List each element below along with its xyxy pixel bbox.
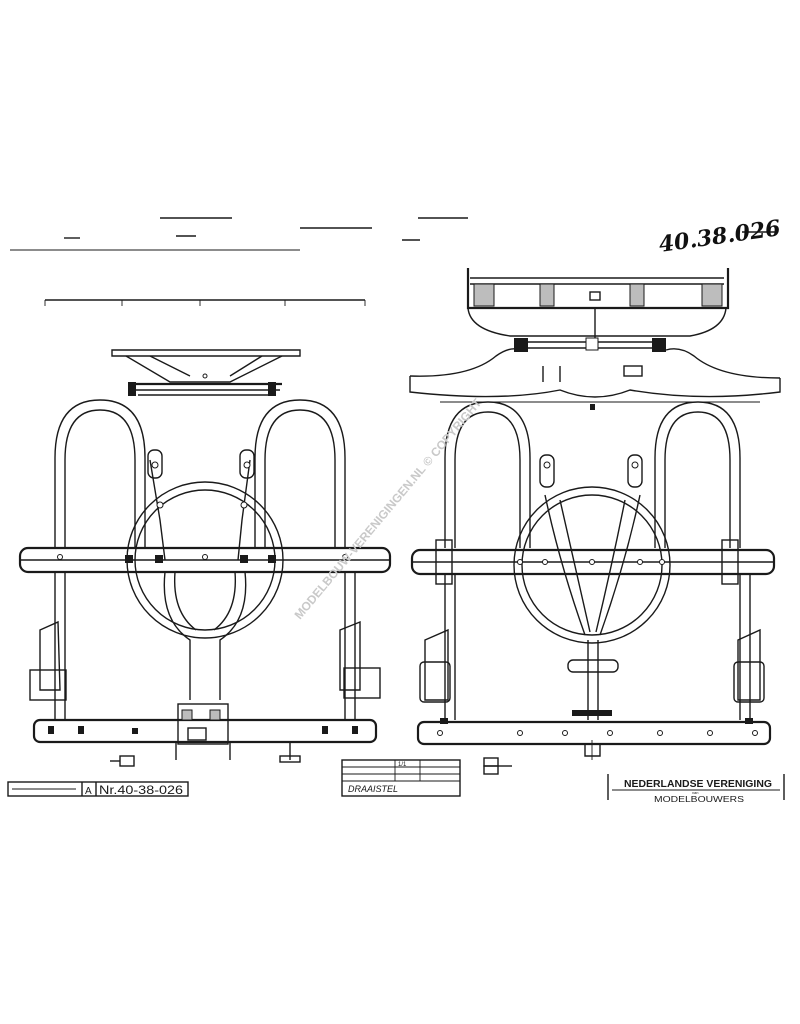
top-construction-marks [10,217,778,251]
title-block-left: A Nr.40-38-026 [7,781,189,797]
org-name-line1: NEDERLANDSE VERENIGING [624,778,772,790]
side-view-small [111,349,301,396]
revision-letter: A [85,786,92,797]
drawing-name: DRAAISTEL [348,784,398,794]
small-detail-bits [110,755,512,775]
plan-view-strip [44,299,366,306]
drawing-number: Nr.40-38-026 [99,783,183,797]
bogie-plan-left [18,399,392,763]
section-view [409,268,781,410]
org-name-line2: MODELBOUWERS [654,795,744,804]
bogie-plan-right [410,401,776,760]
scale-label: 1/1 [398,762,407,768]
copyright-watermark: MODELBOUW-VERENIGINGEN.NL © COPYRIGHT [292,396,485,622]
handwritten-drawing-number: 40.38.026 [657,215,782,258]
org-name-separator: van [692,790,698,795]
title-block-organisation: NEDERLANDSE VERENIGING van MODELBOUWERS [607,774,785,804]
title-block-middle: 1/1 DRAAISTEL [341,759,461,797]
